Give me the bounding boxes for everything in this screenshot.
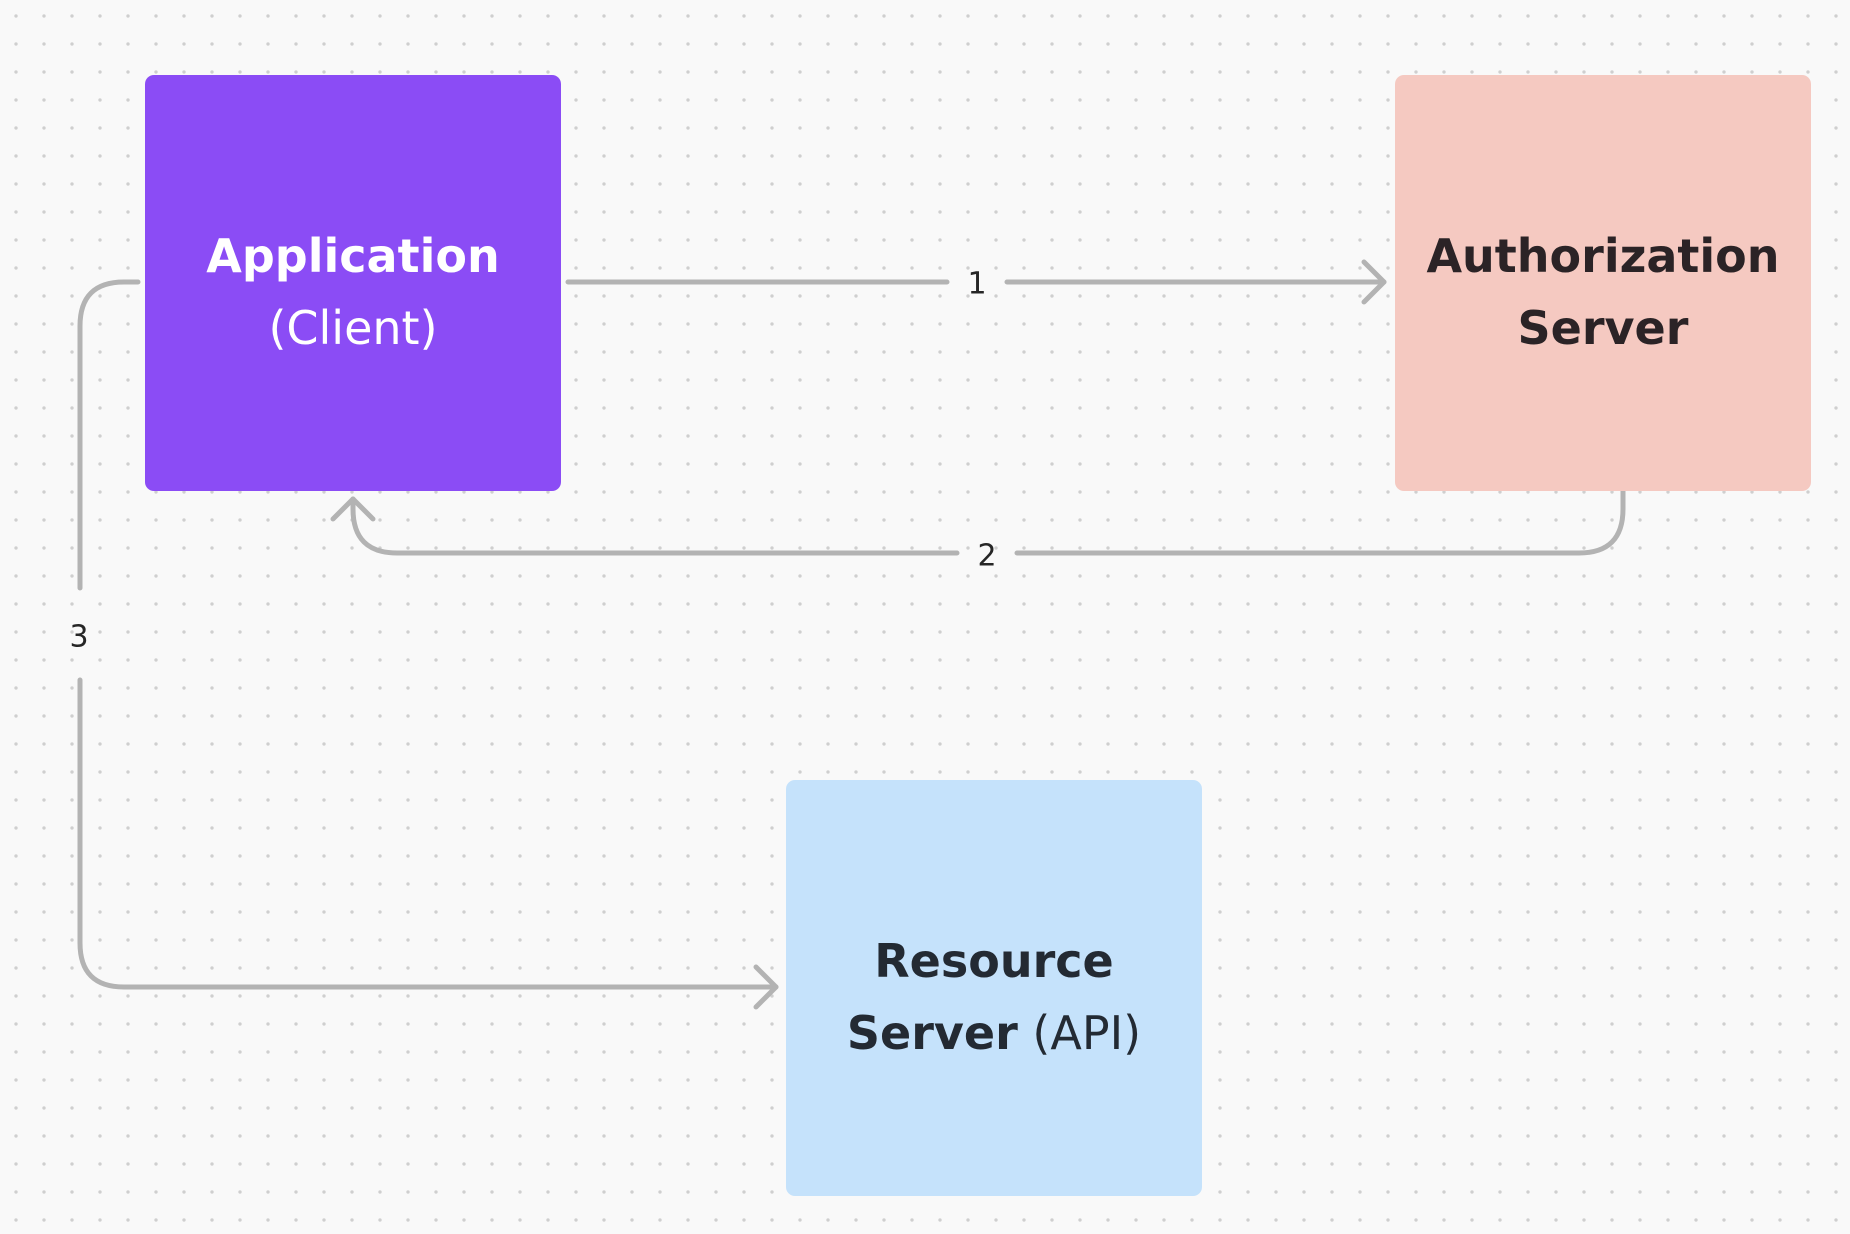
edge-3-arrow[interactable] — [77, 279, 779, 1010]
resource-server-line2: Server (API) — [847, 997, 1141, 1069]
resource-server-line2-bold: Server — [846, 1006, 1018, 1060]
edge-1-label: 1 — [967, 266, 987, 302]
edge-3-label: 3 — [69, 619, 89, 655]
resource-server-line2-normal: (API) — [1032, 1006, 1142, 1060]
authorization-server-line1: Authorization — [1426, 229, 1780, 283]
edge-2-arrow[interactable] — [330, 488, 1626, 556]
application-client-node[interactable]: Application (Client) — [145, 75, 561, 491]
edge-2-label: 2 — [977, 538, 997, 574]
resource-server-line1: Resource — [874, 934, 1114, 988]
edge-1-arrow[interactable] — [565, 259, 1387, 305]
application-subtitle: (Client) — [268, 301, 438, 355]
authorization-server-line2: Server — [1517, 301, 1689, 355]
resource-server-node[interactable]: Resource Server (API) — [786, 780, 1202, 1196]
application-title: Application — [206, 229, 500, 283]
authorization-server-node[interactable]: Authorization Server — [1395, 75, 1811, 491]
